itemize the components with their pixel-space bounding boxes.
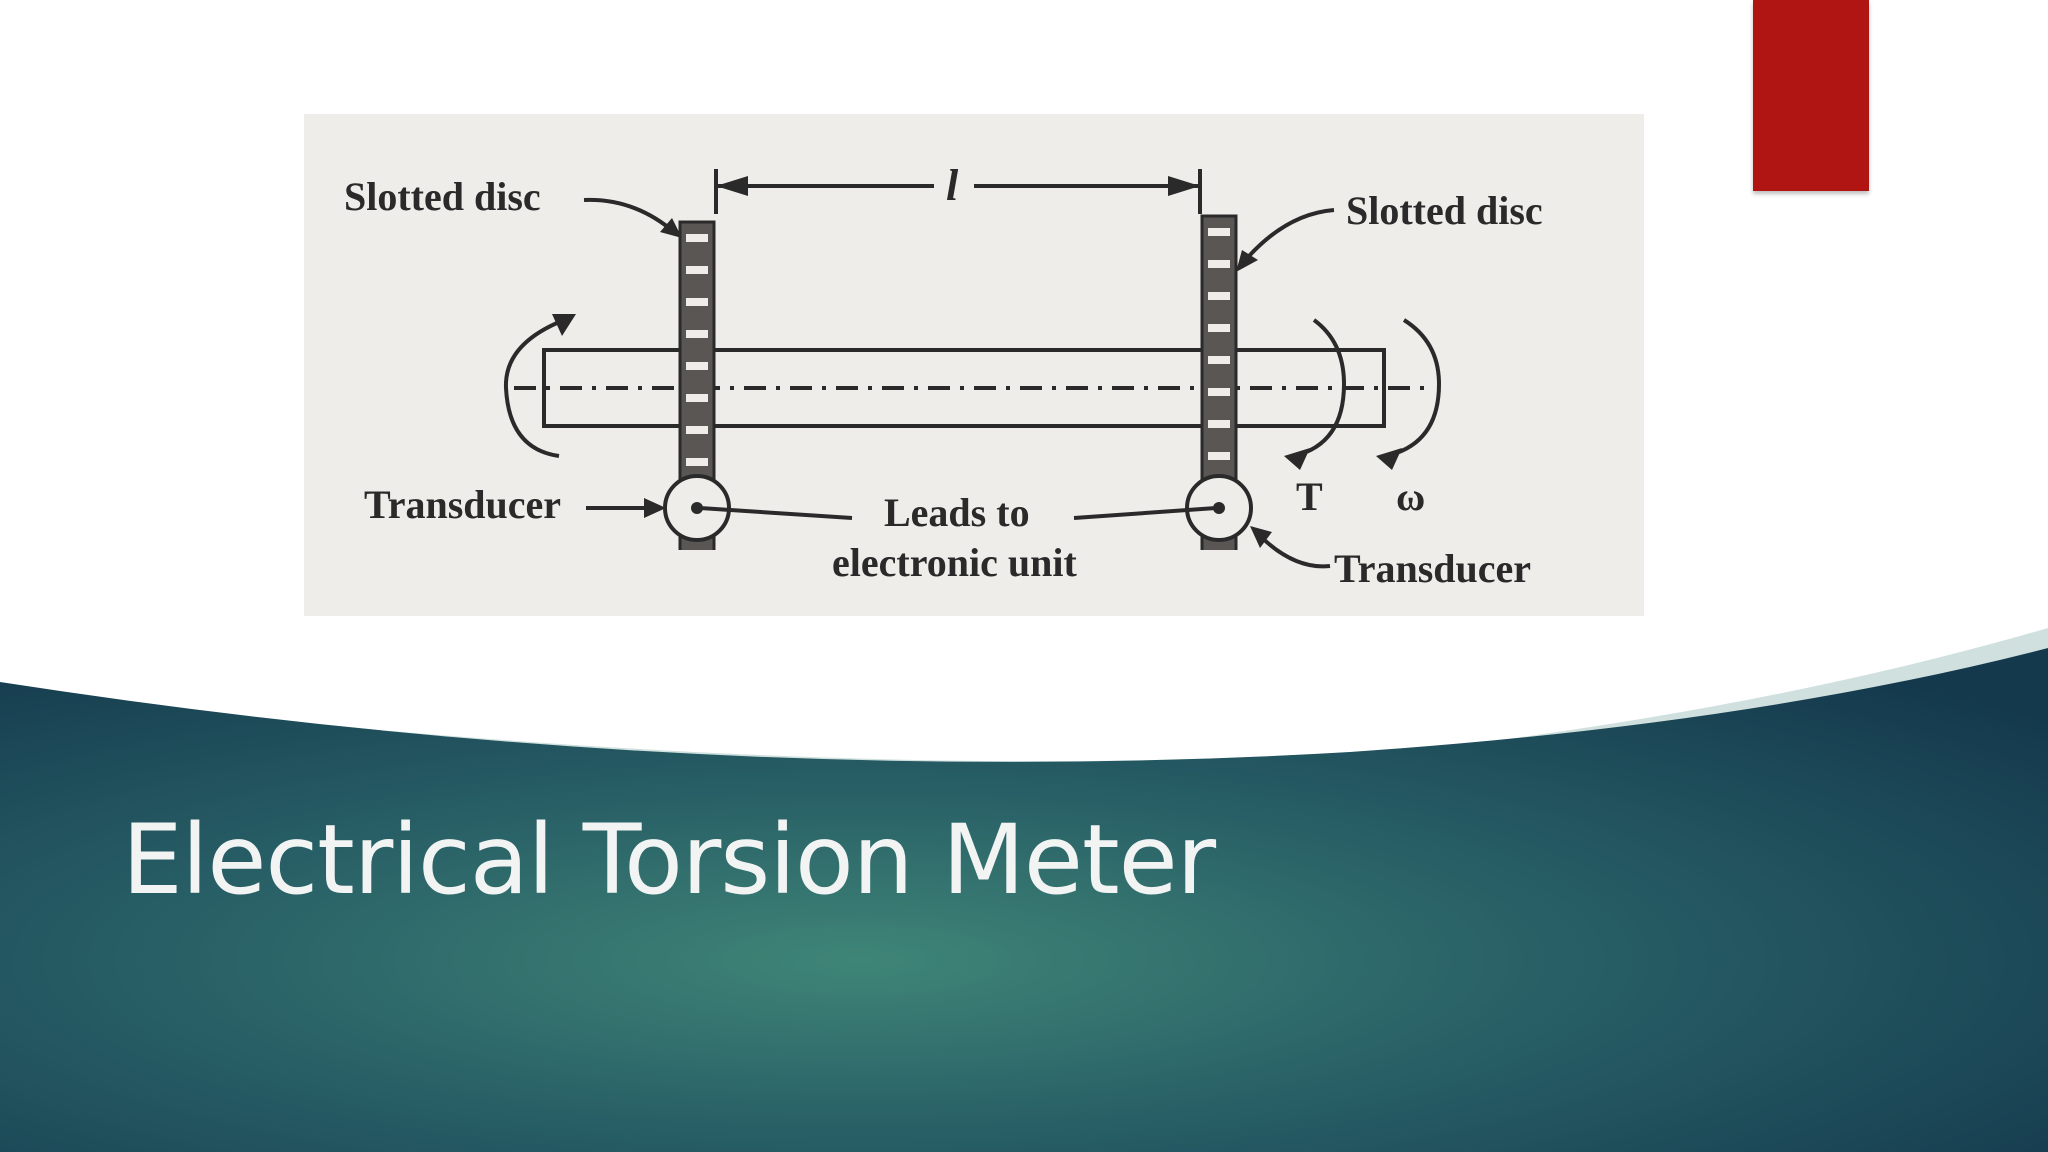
label-transducer-left: Transducer [364,482,561,527]
slide-title: Electrical Torsion Meter [122,804,1216,916]
leads-line-left [699,506,853,520]
torsion-meter-diagram: Slotted disc Slotted disc l Transducer T… [304,114,1644,616]
label-slotted-disc-right: Slotted disc [1346,188,1543,233]
left-rotation-arrow [503,318,565,458]
label-leads-line1: Leads to [884,490,1030,535]
label-torque: T [1296,474,1323,519]
dark-band [0,648,2048,1152]
leader-transducer-right [1256,532,1331,569]
accent-bar [1753,0,1869,191]
torque-arrow [1293,318,1347,458]
label-transducer-right: Transducer [1334,546,1531,591]
omega-arrow [1385,318,1442,458]
diagram-drawing: Slotted disc Slotted disc l Transducer T… [344,161,1543,616]
slotted-disc-right [1200,214,1238,616]
transducer-right [1185,474,1253,542]
shaft [542,348,1386,428]
left-rotation-arrowhead [552,314,576,336]
label-slotted-disc-left: Slotted disc [344,174,541,219]
leader-slotted-left [583,197,676,234]
label-length: l [946,161,959,210]
leads-line-right [1073,506,1217,520]
leader-slotted-right [1240,208,1335,266]
label-omega: ω [1396,474,1425,519]
label-leads-line2: electronic unit [832,540,1077,585]
